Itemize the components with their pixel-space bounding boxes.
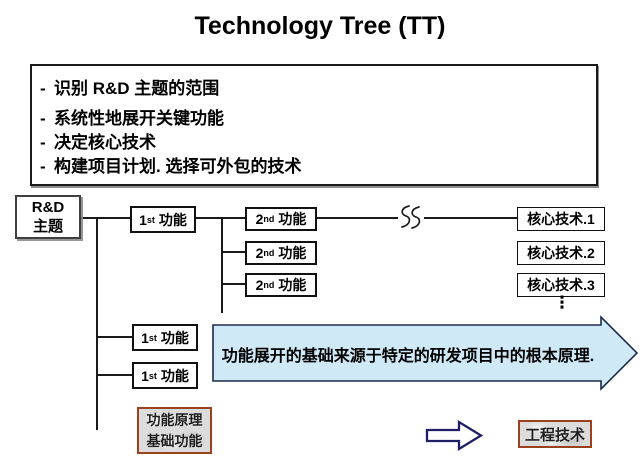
bullet-item: -识别 R&D 主题的范围 — [40, 74, 220, 98]
fn-num: 2 — [255, 245, 264, 261]
connector-line — [221, 283, 245, 285]
core-tech-label: 核心技术.2 — [527, 245, 595, 261]
break-symbol-icon — [401, 205, 421, 229]
fn-num: 1 — [141, 329, 149, 346]
bullet-dash: - — [40, 157, 46, 176]
right-arrow-icon — [425, 419, 484, 452]
bullet-text: 决定核心技术 — [54, 133, 156, 152]
engineering-box: 工程技术 — [518, 420, 592, 448]
foundation-line1: 功能原理 — [146, 411, 203, 428]
connector-line — [317, 217, 398, 219]
rd-theme-box: R&D 主题 — [15, 195, 81, 239]
fn-label: 功能 — [160, 329, 189, 346]
rd-theme-line2: 主题 — [32, 218, 63, 235]
fn-label: 功能 — [278, 277, 307, 293]
connector-line — [221, 251, 245, 253]
bullet-text: 系统性地展开关键功能 — [54, 109, 224, 128]
fn-num: 2 — [255, 211, 264, 227]
rd-theme-line1: R&D — [31, 199, 65, 216]
bullet-dash: - — [40, 79, 46, 98]
connector-line — [96, 374, 132, 376]
fn-label: 功能 — [278, 211, 307, 227]
connector-line — [424, 217, 517, 219]
bullet-item: -系统性地展开关键功能 — [40, 104, 224, 128]
core-tech-box: 核心技术.2 — [517, 241, 605, 265]
fn-label: 功能 — [160, 367, 189, 384]
bullet-item: -决定核心技术 — [40, 128, 156, 152]
connector-line — [81, 217, 130, 219]
engineering-label: 工程技术 — [524, 426, 585, 444]
connector-line — [195, 217, 222, 219]
fn-label: 功能 — [278, 245, 307, 261]
vertical-ellipsis: ⋮ — [553, 293, 571, 312]
core-tech-label: 核心技术.3 — [527, 277, 595, 293]
fn-num: 2 — [255, 277, 264, 293]
bullet-dash: - — [40, 109, 46, 128]
overview-box: -识别 R&D 主题的范围 -系统性地展开关键功能 -决定核心技术 -构建项目计… — [30, 64, 598, 186]
banner-text: 功能展开的基础来源于特定的研发项目中的根本原理. — [221, 348, 595, 365]
bullet-text: 构建项目计划. 选择可外包的技术 — [54, 157, 302, 176]
connector-trunk-line — [96, 217, 98, 430]
page-title: Technology Tree (TT) — [194, 12, 446, 40]
bullet-text: 识别 R&D 主题的范围 — [54, 79, 220, 98]
fn-num: 1 — [139, 211, 147, 228]
core-tech-box: 核心技术.1 — [517, 207, 605, 231]
bullet-dash: - — [40, 133, 46, 152]
connector-spine-line — [221, 217, 223, 313]
core-tech-box: 核心技术.3 — [517, 273, 605, 297]
foundation-line2: 基础功能 — [146, 432, 203, 449]
bullet-item: -构建项目计划. 选择可外包的技术 — [40, 152, 302, 176]
fn-num: 1 — [141, 367, 149, 384]
connector-line — [221, 217, 245, 219]
core-tech-label: 核心技术.1 — [527, 211, 595, 227]
fn-label: 功能 — [158, 211, 187, 228]
connector-line — [96, 336, 132, 338]
foundation-box: 功能原理 基础功能 — [137, 407, 212, 454]
